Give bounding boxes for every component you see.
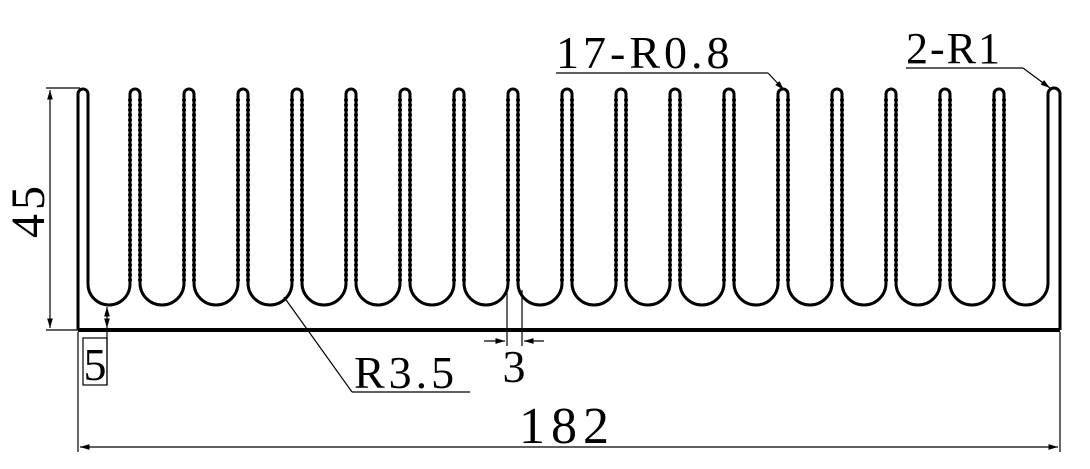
- wall-tip-radius-label: 2-R1: [906, 24, 1002, 73]
- heatsink-profile: [76, 86, 1062, 330]
- profile-outline: [76, 86, 1062, 330]
- fin-gap-label: 3: [503, 341, 526, 392]
- fin-gap-dimension: [484, 290, 544, 346]
- fin-tip-radius-label: 17-R0.8: [556, 27, 734, 78]
- height-label: 45: [2, 182, 55, 238]
- height-dimension: [46, 87, 80, 331]
- width-label: 182: [519, 398, 615, 455]
- valley-radius-label: R3.5: [354, 347, 458, 398]
- fin-tip-radius-leader: [556, 72, 785, 91]
- wall-tip-radius-leader: [906, 67, 1051, 89]
- valley-radius-leader: [283, 296, 470, 393]
- base-thickness-label: 5: [84, 339, 107, 390]
- base-thickness-dimension: [82, 307, 110, 386]
- width-dimension: [77, 332, 1061, 452]
